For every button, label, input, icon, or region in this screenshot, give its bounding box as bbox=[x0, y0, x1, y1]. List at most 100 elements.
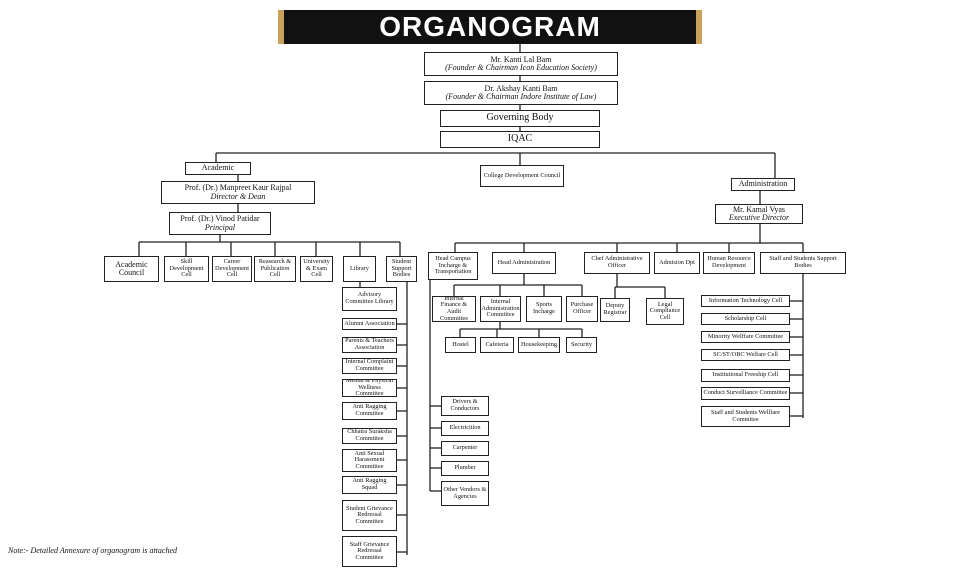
node-ifac: Internal Finance & Audit Committee bbox=[432, 296, 476, 322]
node-label: Scholarship Cell bbox=[724, 314, 767, 322]
node-cao: Chef Administrative Officer bbox=[584, 252, 650, 274]
node-label: Academic bbox=[201, 163, 235, 173]
node-subtitle: (Founder & Chairman Indore Institute of … bbox=[445, 92, 597, 101]
node-advisory: Advisory Committee Library bbox=[342, 287, 397, 311]
node-headadmin: Head Administration bbox=[492, 252, 556, 274]
node-label: Alumni Association bbox=[344, 319, 395, 327]
node-label: Security bbox=[571, 340, 592, 348]
node-label: Prof. (Dr.) Vinod Patidar bbox=[180, 214, 260, 224]
node-career: Career Development Cell bbox=[212, 256, 252, 282]
node-ash: Anti Sexual Harassment Committee bbox=[342, 449, 397, 472]
node-label: Governing Body bbox=[486, 112, 554, 124]
node-label: Deputy Registrar bbox=[603, 302, 627, 316]
node-electric: Electricition bbox=[441, 421, 489, 436]
node-label: Advisory Committee Library bbox=[345, 291, 394, 305]
node-sssb: Staff and Students Support Bodies bbox=[760, 252, 846, 274]
node-pta: Parents & Teachers Association bbox=[342, 337, 397, 353]
node-label: Legal Compliance Cell bbox=[649, 300, 681, 321]
node-plumber: Plumber bbox=[441, 461, 489, 476]
node-cdc: College Development Council bbox=[480, 165, 564, 187]
node-mental: Mental & Physical Wellness Committee bbox=[342, 379, 397, 397]
node-label: Housekeeping bbox=[520, 340, 558, 348]
node-stgrc: Staff Grievance Redressal Committee bbox=[342, 536, 397, 567]
node-label: Conduct Survelliance Committee bbox=[703, 389, 788, 397]
node-label: Head Administration bbox=[497, 258, 551, 266]
node-itcell: Information Technology Cell bbox=[701, 295, 790, 307]
node-security: Security bbox=[566, 337, 597, 353]
node-label: Electricition bbox=[449, 424, 481, 432]
node-freeship: Institutional Freeship Cell bbox=[701, 369, 790, 382]
node-library: Library bbox=[343, 256, 376, 282]
node-cafeteria: Cafeteria bbox=[480, 337, 514, 353]
node-label: Staff Grievance Redressal Committee bbox=[349, 540, 390, 561]
node-vendors: Other Vendors & Agencies bbox=[441, 481, 489, 506]
node-label: SC/ST/OBC Welfare Cell bbox=[713, 350, 778, 358]
footnote: Note:- Detailed Annexure of organogram i… bbox=[8, 546, 178, 555]
node-label: Internal Complaint Committee bbox=[345, 358, 394, 372]
node-label: Institutional Freeship Cell bbox=[712, 371, 779, 379]
node-alumni: Alumni Association bbox=[342, 318, 397, 330]
node-label: Human Resource Development bbox=[707, 255, 751, 269]
node-hostel: Hostel bbox=[445, 337, 476, 353]
node-drivers: Drivers & Conductors bbox=[441, 396, 489, 416]
node-label: Reasearch & Publication Cell bbox=[258, 258, 292, 279]
node-scholar: Scholarship Cell bbox=[701, 313, 790, 325]
node-label: Mr. Kamal Vyas bbox=[732, 204, 786, 214]
node-chhatra: Chhatra Suraksha Committee bbox=[342, 428, 397, 444]
node-label: Skill Development Cell bbox=[169, 258, 204, 279]
node-label: Internal Administration Committee bbox=[481, 298, 520, 319]
node-conduct: Conduct Survelliance Committee bbox=[701, 387, 790, 400]
node-label: Anti Sexual Harassment Committee bbox=[354, 449, 385, 470]
node-label: Staff and Students Support Bodies bbox=[769, 255, 837, 269]
node-label: Drivers & Conductors bbox=[450, 398, 480, 412]
organogram-title: ORGANOGRAM bbox=[278, 10, 702, 44]
node-label: Chef Administrative Officer bbox=[591, 255, 643, 269]
node-legal: Legal Compliance Cell bbox=[646, 298, 684, 325]
node-carpenter: Carpenter bbox=[441, 441, 489, 456]
node-ssb: Student Support Bodies bbox=[386, 256, 417, 282]
node-acad-council: Academic Council bbox=[104, 256, 159, 282]
node-subtitle: Executive Director bbox=[728, 213, 790, 222]
node-housekeeping: Housekeeping bbox=[518, 337, 560, 353]
node-sswc: Staff and Students Wellfare Commitee bbox=[701, 406, 790, 427]
node-label: Carpenter bbox=[452, 444, 478, 452]
node-kanti: Mr. Kanti Lal Bam(Founder & Chairman Ico… bbox=[424, 52, 618, 76]
node-label: College Development Council bbox=[483, 171, 561, 179]
node-label: University & Exam Cell bbox=[303, 258, 330, 279]
node-subtitle: Director & Dean bbox=[210, 191, 266, 201]
node-label: Career Development Cell bbox=[215, 258, 249, 279]
node-label: Mental & Physical Wellness Committee bbox=[345, 379, 394, 397]
node-hrd: Human Resource Development bbox=[703, 252, 755, 274]
node-akshay: Dr. Akshay Kanti Bam(Founder & Chairman … bbox=[424, 81, 618, 105]
node-deputy: Deputy Registrar bbox=[600, 298, 630, 322]
node-sgrc: Student Grievance Redressal Committee bbox=[342, 500, 397, 531]
node-label: Chhatra Suraksha Committee bbox=[347, 428, 392, 442]
node-admission: Admision Dpt bbox=[654, 252, 700, 274]
node-label: Anti Ragging Committee bbox=[352, 403, 387, 417]
node-label: Student Support Bodies bbox=[391, 258, 412, 279]
node-research: Reasearch & Publication Cell bbox=[254, 256, 296, 282]
node-label: Anti Ragging Squad bbox=[352, 477, 387, 491]
node-label: Internal Finance & Audit Committee bbox=[440, 296, 468, 322]
node-label: Minority Welffare Committee bbox=[707, 332, 784, 340]
node-label: Plumber bbox=[454, 464, 476, 472]
node-label: Sports Incharge bbox=[533, 301, 555, 315]
node-sports: Sports Incharge bbox=[526, 296, 562, 322]
node-univ: University & Exam Cell bbox=[300, 256, 333, 282]
node-label: Library bbox=[350, 264, 369, 272]
node-label: Prof. (Dr.) Manpreet Kaur Rajpal bbox=[184, 183, 292, 193]
node-label: Student Grievance Redressal Committee bbox=[346, 504, 393, 525]
node-label: IQAC bbox=[507, 133, 533, 145]
node-label: Staff and Students Wellfare Commitee bbox=[710, 408, 781, 423]
node-subtitle: Principal bbox=[204, 222, 236, 232]
node-label: Dr. Akshay Kanti Bam bbox=[484, 83, 558, 93]
node-academic: Academic bbox=[185, 162, 251, 175]
node-administration: Administration bbox=[731, 178, 795, 191]
node-label: Hostel bbox=[452, 340, 469, 348]
node-label: Parents & Teachers Association bbox=[345, 337, 394, 351]
